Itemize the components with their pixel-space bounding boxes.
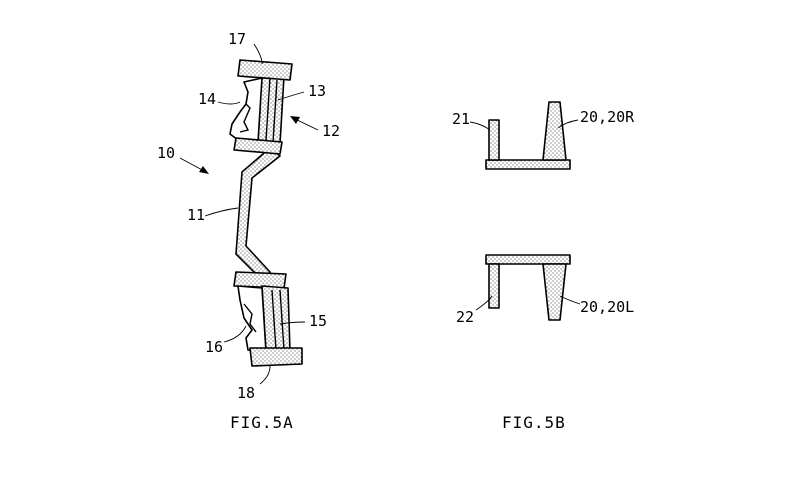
label-12: 12: [322, 122, 340, 140]
upper-tall-post-20r: [542, 101, 567, 161]
label-20r: 20,20R: [580, 108, 635, 126]
label-10: 10: [157, 144, 175, 162]
top-cap-17: [237, 59, 293, 81]
label-20l: 20,20L: [580, 298, 634, 316]
lower-short-post-22: [488, 263, 500, 309]
caption-fig-5a: FIG.5A: [230, 413, 294, 432]
label-17: 17: [228, 30, 246, 48]
label-22: 22: [456, 308, 474, 326]
caption-fig-5b: FIG.5B: [502, 413, 566, 432]
arrow-12-head: [290, 116, 300, 124]
leader-17: [253, 43, 263, 65]
upper-coupling-plate: [233, 137, 283, 155]
lower-clamp-inner-15b: [279, 289, 285, 351]
label-13: 13: [308, 82, 326, 100]
fig-5a-drawing: [229, 59, 303, 367]
leader-11: [204, 207, 239, 217]
upper-clamp-inner-13b: [272, 79, 278, 143]
leader-21: [469, 121, 491, 131]
lower-base-plate: [485, 254, 571, 265]
leader-18: [259, 365, 271, 385]
upper-clamp-inner-13: [265, 77, 271, 141]
lower-tall-post-20l: [542, 263, 567, 321]
leader-22: [475, 295, 493, 311]
lower-clamp-inner-15: [271, 289, 277, 351]
leader-14: [217, 101, 241, 105]
upper-hook-lip-14: [239, 103, 251, 133]
fig-5b-drawing: [485, 101, 571, 321]
lower-hook-lip-16: [243, 303, 257, 333]
upper-hook-14: [229, 77, 263, 143]
upper-base-plate: [485, 159, 571, 170]
leader-20l: [559, 295, 581, 305]
upper-short-post-21: [488, 119, 500, 161]
arrow-10-head: [199, 166, 209, 174]
label-15: 15: [309, 312, 327, 330]
label-18: 18: [237, 384, 255, 402]
label-16: 16: [205, 338, 223, 356]
fig-5b-leaders: [469, 119, 581, 311]
lower-hook-16: [237, 285, 267, 353]
leader-15: [279, 321, 306, 325]
fig-5a-leaders: [179, 43, 319, 385]
bottom-cap-18: [249, 347, 303, 367]
leader-13: [277, 91, 305, 101]
label-21: 21: [452, 110, 470, 128]
leader-20r: [557, 119, 579, 129]
label-11: 11: [187, 206, 205, 224]
label-14: 14: [198, 90, 216, 108]
leader-16: [223, 325, 247, 343]
wire-member-11: [235, 147, 281, 281]
